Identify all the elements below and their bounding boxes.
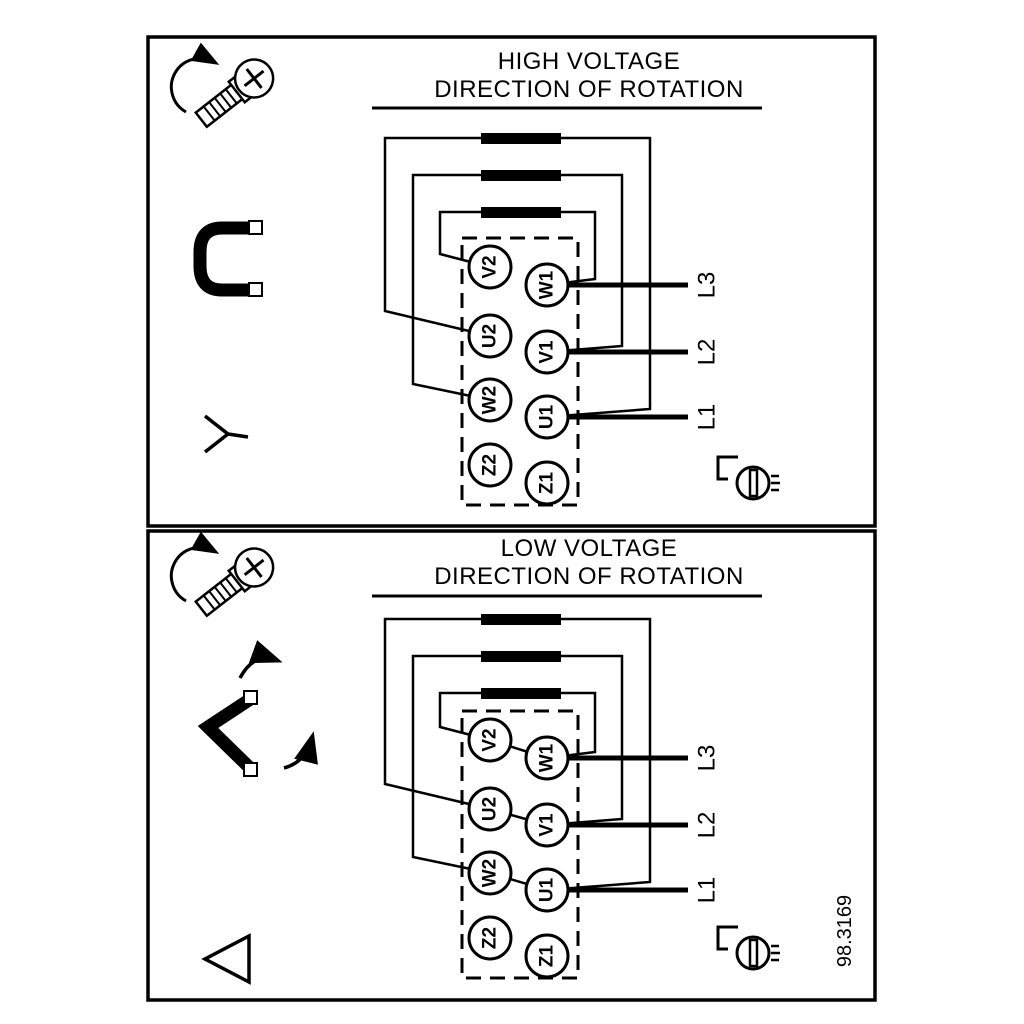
wire [546, 210, 597, 287]
high-voltage-panel: V2 U2 W2 Z2 W1 V1 U1 Z1 L3 L2 L1 HIGH VO… [169, 42, 782, 507]
terminal-label: U2 [480, 324, 501, 348]
terminal-U1 [524, 394, 570, 440]
wire [546, 173, 624, 354]
terminal-label: W2 [480, 386, 501, 415]
wire [383, 617, 491, 811]
rotation-screw-icon [169, 531, 283, 626]
terminal-Z1 [524, 460, 570, 506]
delta-connection-icon [201, 933, 251, 985]
terminal-U1 [524, 867, 570, 913]
terminal-W2 [467, 377, 513, 423]
jumper-move-arrow [238, 640, 283, 679]
terminal-label: Z2 [480, 454, 501, 476]
wire [411, 654, 491, 875]
low-voltage-panel: V2 U2 W2 Z2 W1 V1 U1 Z1 L3 L2 L1 LOW VOL… [169, 531, 856, 985]
wire [546, 136, 652, 419]
wire [438, 691, 491, 742]
terminal-label: U2 [480, 797, 501, 821]
jumper-bar [481, 688, 561, 699]
jumper-move-arrow [283, 731, 318, 770]
star-connection-icon [203, 414, 249, 454]
jumper-bar [481, 651, 561, 662]
figure-number: 98.3169 [834, 895, 856, 967]
line-label-L3: L3 [694, 745, 721, 772]
terminal-box [460, 236, 580, 507]
jumper-bar [481, 614, 561, 625]
rotation-arrow [169, 42, 220, 114]
rotation-screw-icon [169, 42, 283, 137]
terminal-label: V2 [480, 728, 501, 751]
terminal-W1 [524, 262, 570, 308]
wire [383, 136, 491, 338]
wire [546, 654, 624, 827]
wire [411, 173, 491, 402]
panel-subtitle: DIRECTION OF ROTATION [434, 563, 744, 590]
terminal-label: W1 [537, 270, 558, 299]
terminal-V1 [524, 802, 570, 848]
terminal-W1 [524, 735, 570, 781]
jumper-placement-icon [197, 640, 318, 777]
line-label-L2: L2 [694, 339, 721, 366]
terminal-W2 [467, 850, 513, 896]
panel-title: LOW VOLTAGE [501, 535, 678, 562]
panel-subtitle: DIRECTION OF ROTATION [434, 76, 744, 103]
terminal-label: V2 [480, 255, 501, 278]
jumper-bar [481, 207, 561, 218]
jumper-bracket-icon [193, 220, 263, 297]
terminal-box [460, 709, 580, 980]
jumper-bar [481, 170, 561, 181]
panel-title: HIGH VOLTAGE [498, 48, 680, 75]
jumper-bar [481, 133, 561, 144]
line-label-L1: L1 [694, 404, 721, 431]
terminal-label: Z1 [537, 471, 558, 494]
terminal-U2 [467, 313, 513, 359]
terminal-label: W2 [480, 859, 501, 888]
terminal-Z2 [467, 442, 513, 488]
terminal-V1 [524, 329, 570, 375]
terminal-label: W1 [537, 743, 558, 772]
wire [438, 210, 491, 269]
terminal-U2 [467, 786, 513, 832]
terminal-label: U1 [537, 877, 558, 902]
terminal-label: Z1 [537, 944, 558, 967]
line-label-L3: L3 [694, 272, 721, 299]
terminal-label: V1 [537, 813, 558, 837]
line-label-L2: L2 [694, 812, 721, 839]
rotation-arrow [169, 531, 220, 603]
terminal-Z1 [524, 933, 570, 979]
line-label-L1: L1 [694, 877, 721, 904]
wire [546, 691, 597, 760]
terminal-V2 [467, 717, 513, 763]
wire [546, 617, 652, 892]
terminal-label: V1 [537, 340, 558, 364]
terminal-label: Z2 [480, 927, 501, 949]
high-voltage-frame [146, 35, 877, 528]
terminal-Z2 [467, 915, 513, 961]
terminal-label: U1 [537, 404, 558, 429]
low-voltage-frame [146, 529, 877, 1002]
terminal-V2 [467, 244, 513, 290]
